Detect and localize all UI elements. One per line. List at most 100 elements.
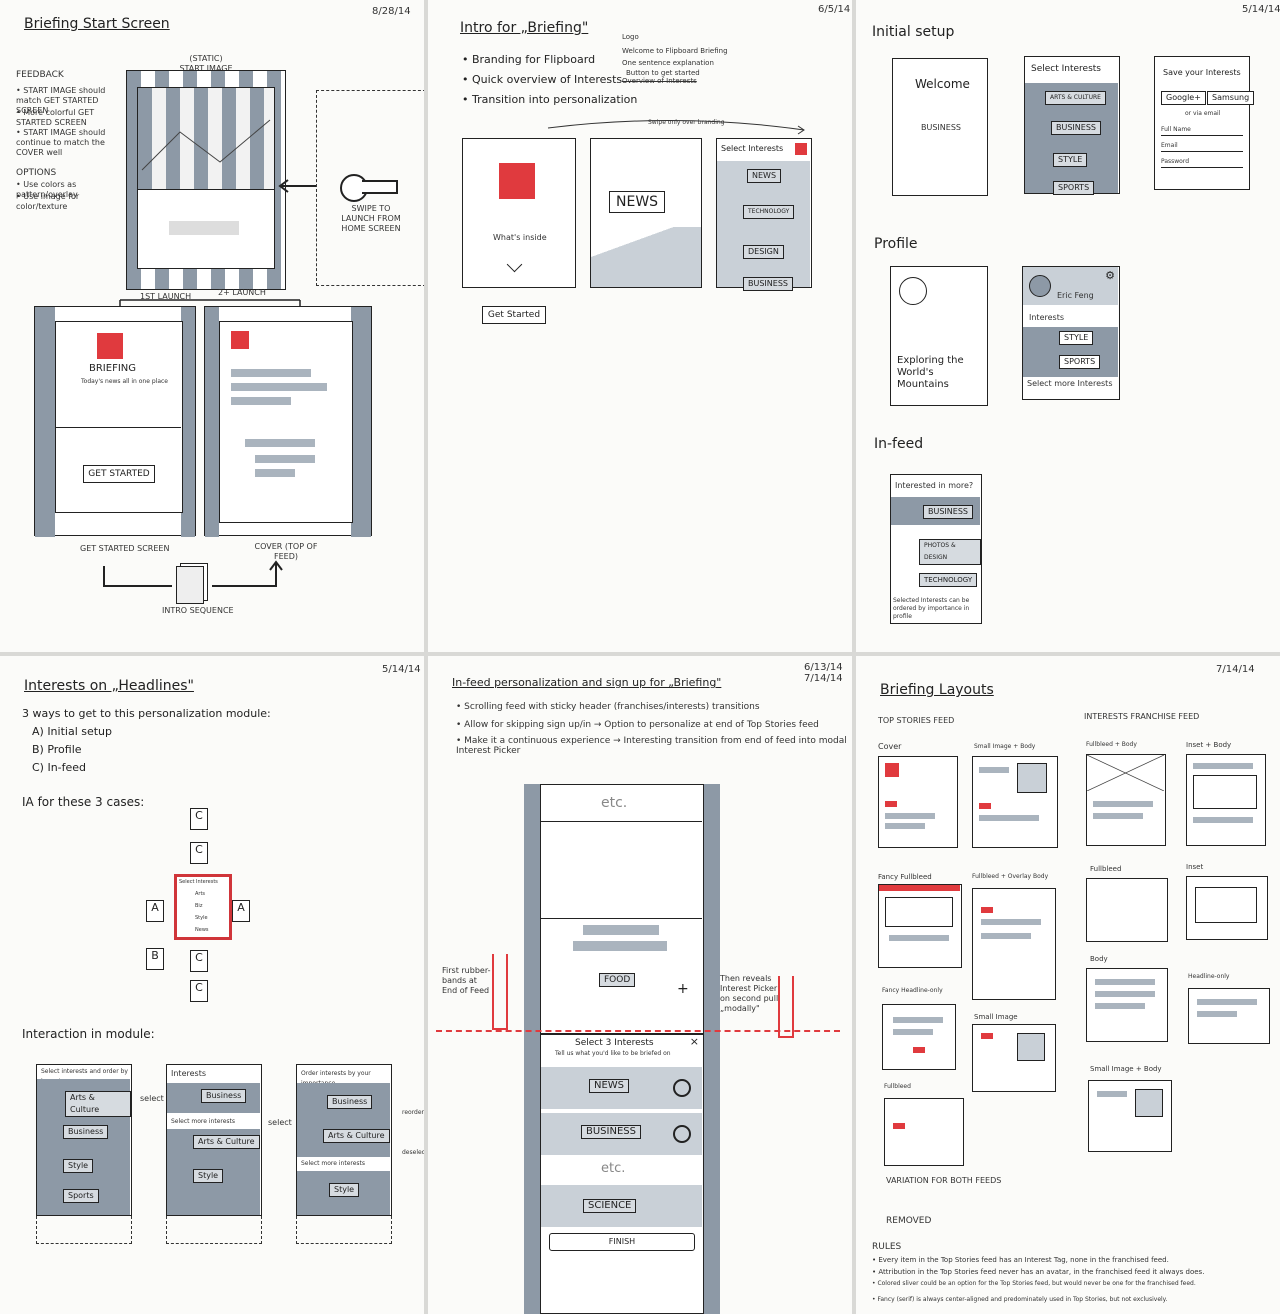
interest-chip[interactable]: BUSINESS xyxy=(743,277,793,291)
gear-icon[interactable]: ⚙ xyxy=(1105,269,1115,282)
interest-chip[interactable]: DESIGN xyxy=(743,245,784,259)
select-more[interactable]: Select more interests xyxy=(171,1118,236,1125)
etc2-text: etc. xyxy=(601,1161,626,1176)
ia-select-interests-box: Select Interests Arts Biz Style News xyxy=(174,874,232,940)
interest-picker-modal: Select 3 Interests × Tell us what you'd … xyxy=(540,1034,704,1314)
interaction-label: Interaction in module: xyxy=(22,1027,155,1041)
interests-feed-label: INTERESTS FRANCHISE FEED xyxy=(1084,712,1200,721)
module-chip[interactable]: Arts & Culture xyxy=(193,1135,260,1149)
plus-icon[interactable]: + xyxy=(677,981,689,997)
layout-label: Fullbleed xyxy=(1090,865,1122,873)
cover-screen xyxy=(204,306,372,537)
avatar xyxy=(1029,275,1051,297)
side-note: Overview of Interests xyxy=(622,77,697,85)
interest-chip[interactable]: NEWS xyxy=(747,169,782,183)
layout-inset-interest xyxy=(1186,876,1268,940)
layout-label: Fancy Headline-only xyxy=(882,987,943,994)
layout-small-image xyxy=(972,1024,1056,1092)
interest-chip[interactable]: NEWS xyxy=(589,1079,630,1093)
business-text: BUSINESS xyxy=(921,123,961,132)
interest-chip[interactable]: BUSINESS xyxy=(581,1125,641,1139)
panel1-sketch-lines xyxy=(103,119,316,587)
pull-arrow-icon xyxy=(778,976,794,1038)
ia-item: Select Interests xyxy=(179,879,218,885)
interest-chip[interactable]: TECHNOLOGY xyxy=(919,573,978,587)
google-button[interactable]: Google+ xyxy=(1161,91,1206,105)
save-title: Save your Interests xyxy=(1163,68,1241,77)
interest-chip[interactable]: SPORTS xyxy=(1053,181,1095,195)
panel-date: 6/13/14 7/14/14 xyxy=(804,662,843,684)
interest-chip[interactable]: BUSINESS xyxy=(1051,121,1101,135)
panel-briefing-start-screen: Briefing Start Screen 8/28/14 FEEDBACK •… xyxy=(0,0,424,652)
layout-label: Small Image xyxy=(974,1013,1018,1021)
second-launch-label: 2+ LAUNCH xyxy=(218,288,266,297)
side-note: Welcome to Flipboard Briefing xyxy=(622,47,728,55)
form-field[interactable]: Email xyxy=(1161,141,1243,152)
flipboard-logo-icon xyxy=(795,143,807,155)
bullet: • Make it a continuous experience → Inte… xyxy=(456,736,847,756)
form-field[interactable]: Password xyxy=(1161,157,1243,168)
module-chip[interactable]: Style xyxy=(329,1183,360,1197)
select-more[interactable]: Select more interests xyxy=(301,1160,366,1167)
ia-c-box: C xyxy=(190,808,208,830)
ways-intro: 3 ways to get to this personalization mo… xyxy=(22,707,271,720)
module-chip[interactable]: Sports xyxy=(63,1189,99,1203)
interest-chip[interactable]: TECHNOLOGY xyxy=(743,205,795,219)
panel-title: Briefing Layouts xyxy=(880,682,994,698)
options-title: OPTIONS xyxy=(16,168,57,178)
welcome-screen: Welcome BUSINESS xyxy=(892,58,988,196)
panel-briefing-layouts: Briefing Layouts 7/14/14 TOP STORIES FEE… xyxy=(856,656,1280,1314)
avatar xyxy=(899,277,927,305)
interest-chip[interactable]: SCIENCE xyxy=(583,1199,637,1213)
or-email: or via email xyxy=(1185,110,1221,117)
panel-title: Interests on „Headlines" xyxy=(24,678,194,694)
layout-small-image-body xyxy=(972,756,1058,848)
get-started-button[interactable]: GET STARTED xyxy=(83,465,155,483)
user-name: Eric Feng xyxy=(1057,291,1094,300)
interest-chip[interactable]: ARTS & CULTURE xyxy=(1045,91,1106,105)
module-chip[interactable]: Style xyxy=(193,1169,224,1183)
way-item: C) In-feed xyxy=(32,761,87,774)
interest-chip[interactable]: STYLE xyxy=(1053,153,1088,167)
news-sign: NEWS xyxy=(609,191,666,213)
swipe-label: SWIPE TO LAUNCH FROM HOME SCREEN xyxy=(341,204,401,233)
layout-label: Inset + Body xyxy=(1186,741,1232,749)
module-step-2: Interests Business Select more interests… xyxy=(166,1064,262,1216)
flipboard-logo-icon xyxy=(499,163,535,199)
layout-small-image-body-interest xyxy=(1088,1080,1172,1152)
select-more-interests[interactable]: Select more Interests xyxy=(1027,379,1113,388)
exploring-text: Exploring the World's Mountains xyxy=(897,355,964,390)
samsung-button[interactable]: Samsung xyxy=(1207,91,1255,105)
interest-chip[interactable]: SPORTS xyxy=(1059,355,1101,369)
form-field[interactable]: Full Name xyxy=(1161,125,1243,136)
get-started-button[interactable]: Get Started xyxy=(482,306,546,324)
food-chip[interactable]: FOOD xyxy=(599,973,636,987)
panel-intro-briefing: Intro for „Briefing" 6/5/14 • Branding f… xyxy=(428,0,852,652)
module-chip[interactable]: Style xyxy=(63,1159,94,1173)
start-image-phone xyxy=(126,70,286,290)
interest-chip[interactable]: BUSINESS xyxy=(923,505,973,519)
interest-chip[interactable]: STYLE xyxy=(1059,331,1094,345)
module-chip[interactable]: Arts & Culture xyxy=(323,1129,390,1143)
finish-button[interactable]: FINISH xyxy=(549,1233,695,1251)
interested-title: Interested in more? xyxy=(895,481,974,490)
layout-label: Inset xyxy=(1186,863,1204,871)
radio-icon[interactable] xyxy=(673,1079,691,1097)
side-note: One sentence explanation xyxy=(622,59,714,67)
close-icon[interactable]: × xyxy=(689,1035,699,1048)
select-interests-screen: Select Interests ARTS & CULTURE BUSINESS… xyxy=(1024,56,1120,195)
radio-icon[interactable] xyxy=(673,1125,691,1143)
layout-label: Cover xyxy=(878,742,902,751)
bullet: • Allow for skipping sign up/in → Option… xyxy=(456,720,819,730)
module-chip[interactable]: Business xyxy=(327,1095,373,1109)
module-step-3: Order interests by your importance Busin… xyxy=(296,1064,392,1216)
module-chip[interactable]: Arts & Culture xyxy=(65,1091,131,1117)
module-chip[interactable]: Business xyxy=(201,1089,247,1103)
etc-text: etc. xyxy=(601,795,628,811)
layout-label: Body xyxy=(1090,955,1108,963)
interest-chip[interactable]: PHOTOS & DESIGN xyxy=(919,539,981,565)
ia-item: Biz xyxy=(195,903,203,909)
select-label: select xyxy=(268,1118,292,1127)
feedback-item: • More colorful GET STARTED SCREEN xyxy=(16,108,95,127)
module-chip[interactable]: Business xyxy=(63,1125,109,1139)
